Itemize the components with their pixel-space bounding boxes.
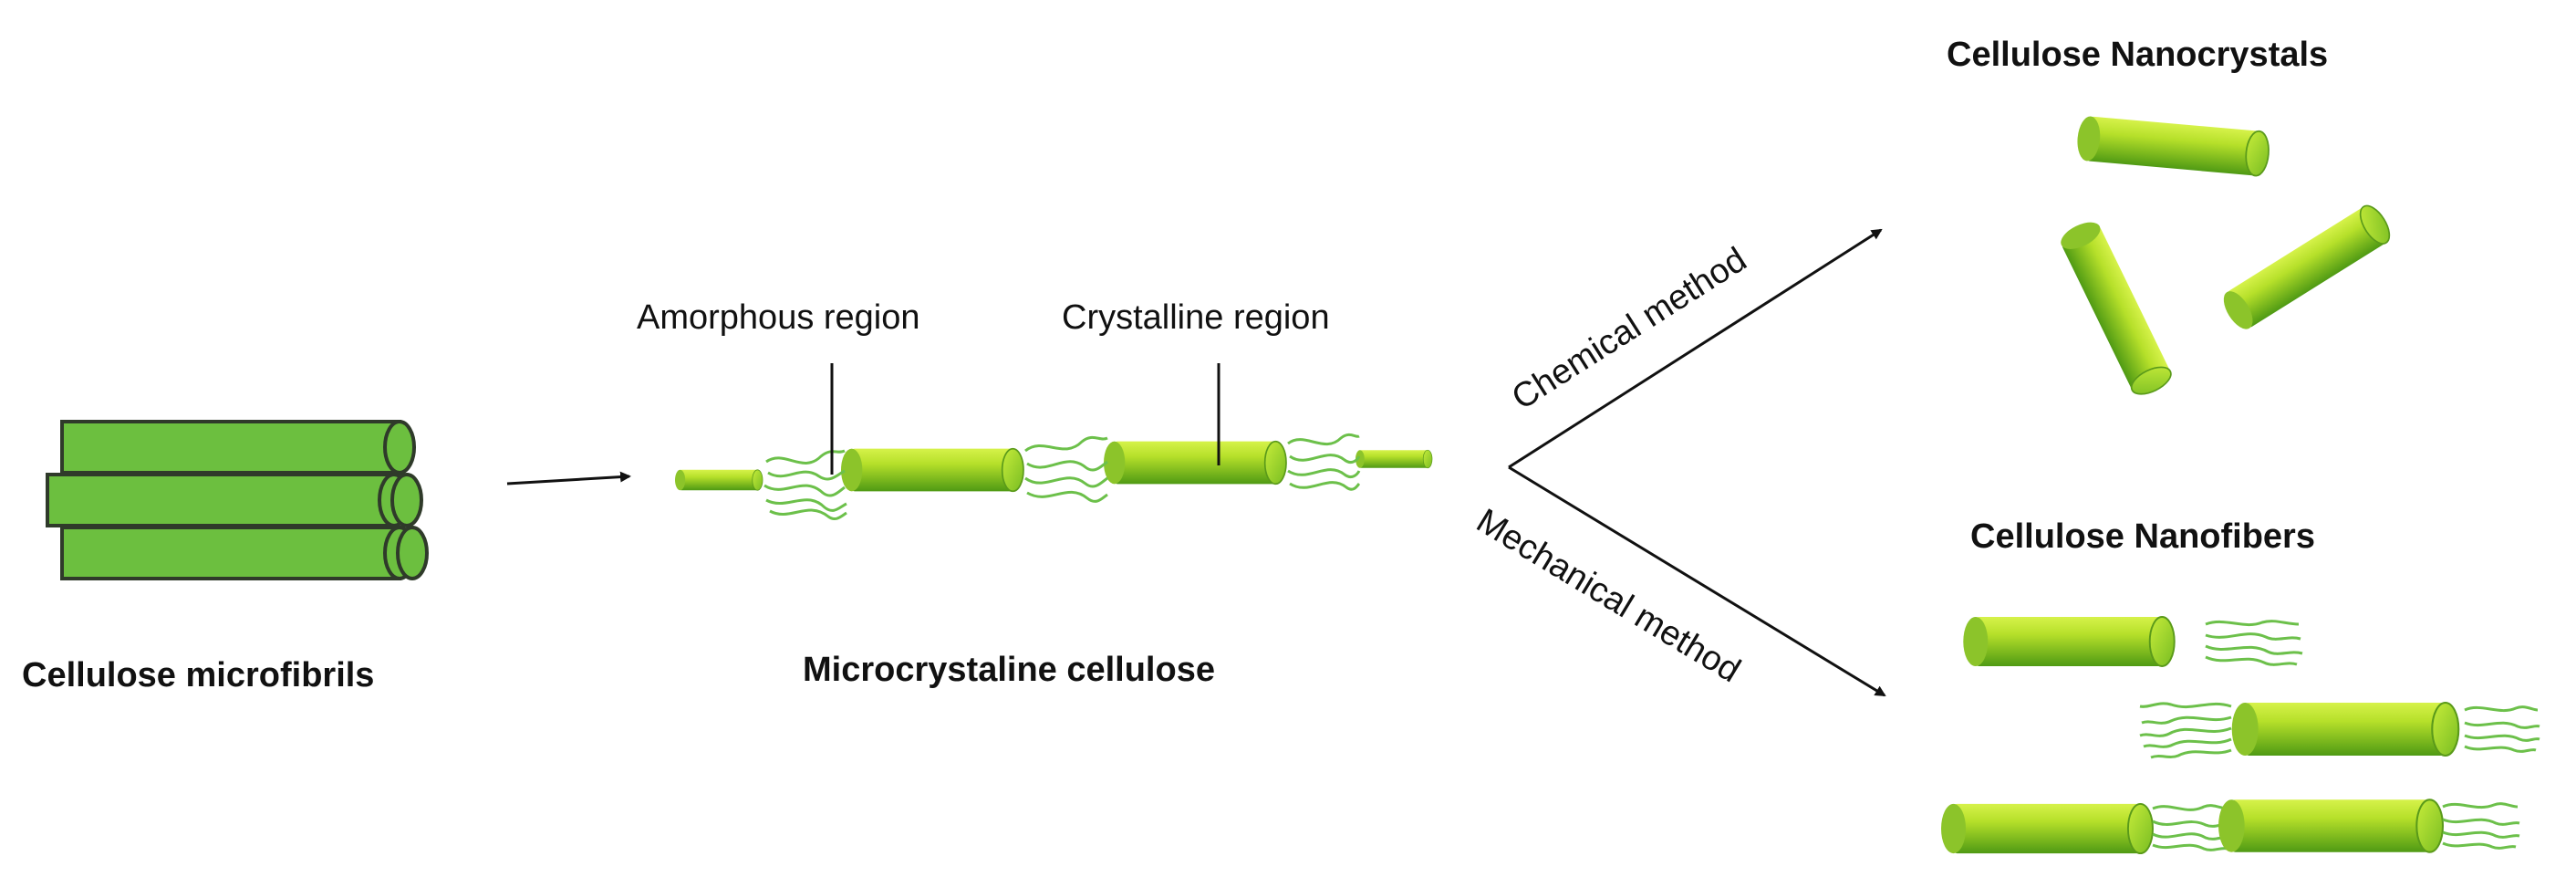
- nanofiber-3: [1940, 799, 2520, 855]
- crystalline-segment-3: [1102, 440, 1288, 485]
- nanofiber-2: [2139, 701, 2540, 759]
- nanofiber-1: [1962, 615, 2303, 668]
- microfibril-top: [60, 420, 416, 475]
- crystalline-segment-2: [839, 447, 1025, 493]
- amorphous-strands-3: [1287, 433, 1361, 491]
- nanocrystal-rod-2: [2217, 200, 2396, 335]
- mechanical-method-arrow: [1508, 465, 1886, 697]
- mcc-chain: [674, 433, 1434, 520]
- nanocrystal-rod-1: [2074, 114, 2271, 178]
- label-amorphous-region: Amorphous region: [637, 298, 920, 337]
- amorphous-strands-2: [1024, 435, 1108, 503]
- microfibril-middle: [46, 473, 423, 527]
- amorphous-strands-1: [763, 449, 847, 520]
- nanocrystal-rod-3: [2055, 215, 2176, 401]
- label-cellulose-microfibrils: Cellulose microfibrils: [22, 656, 374, 694]
- microfibril-bundle: [46, 420, 429, 580]
- label-microcrystaline-cellulose: Microcrystaline cellulose: [803, 651, 1215, 689]
- label-mechanical-method: Mechanical method: [1470, 502, 1747, 691]
- crystalline-segment-4: [1354, 449, 1434, 469]
- arrow-to-mcc: [506, 471, 631, 485]
- label-cellulose-nanofibers: Cellulose Nanofibers: [1970, 517, 2315, 556]
- label-crystalline-region: Crystalline region: [1062, 298, 1330, 337]
- crystalline-segment-1: [674, 468, 763, 492]
- chemical-method-arrow: [1508, 228, 1883, 469]
- microfibril-bottom: [60, 526, 429, 580]
- label-cellulose-nanocrystals: Cellulose Nanocrystals: [1947, 36, 2328, 74]
